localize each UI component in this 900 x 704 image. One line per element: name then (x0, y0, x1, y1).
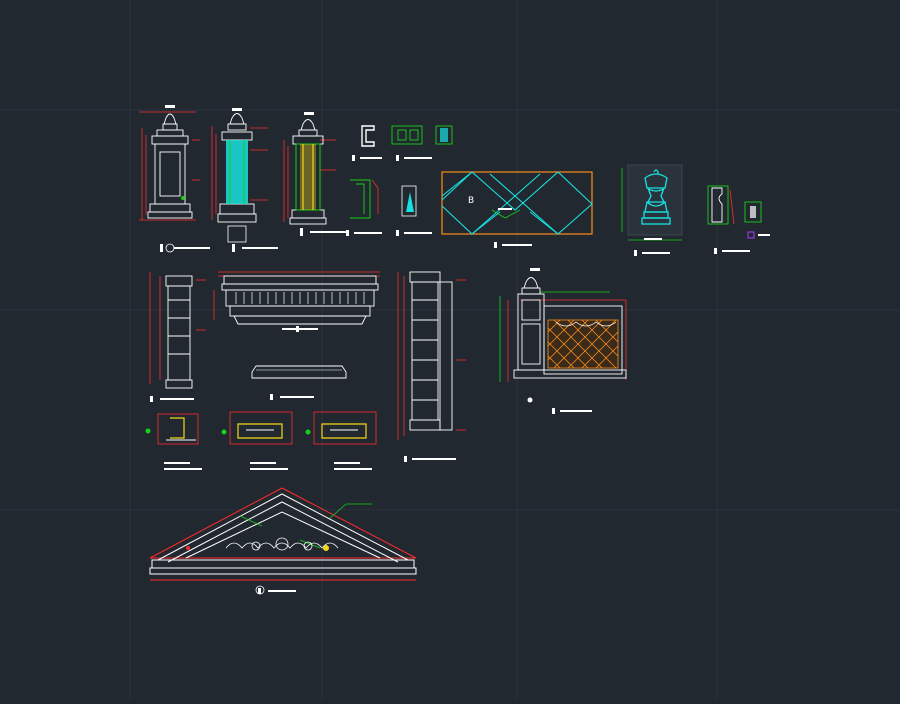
cornice-dentil-elevation[interactable] (213, 271, 380, 400)
dentil-blocks (235, 292, 365, 304)
pillar-elevation-2[interactable] (211, 108, 278, 252)
label-bar (174, 247, 210, 249)
pediment-elevation[interactable] (149, 487, 417, 595)
panel-callout-letter: B (468, 196, 474, 206)
cyan-hatch-fill (226, 140, 248, 204)
lattice-fill (547, 319, 619, 369)
label-marker (160, 244, 163, 252)
pillar-section-3[interactable] (283, 112, 346, 236)
column-elevation-left[interactable] (149, 272, 206, 402)
finial-urn-detail[interactable] (621, 164, 683, 256)
section-detail-b[interactable] (221, 411, 293, 470)
pediment-ornament (225, 537, 339, 551)
diamond-lattice-panel[interactable]: B (441, 171, 593, 248)
section-detail-a[interactable] (145, 413, 203, 470)
fence-panel-elevation[interactable] (499, 268, 627, 414)
column-elevation-center[interactable] (397, 271, 466, 462)
pillar-elevation-1[interactable] (139, 105, 210, 253)
section-detail-c[interactable] (305, 411, 377, 470)
lattice-lines (441, 171, 593, 235)
small-profile-details[interactable] (346, 125, 453, 236)
profile-details-right[interactable] (707, 185, 770, 254)
section-details-row[interactable] (145, 411, 377, 470)
